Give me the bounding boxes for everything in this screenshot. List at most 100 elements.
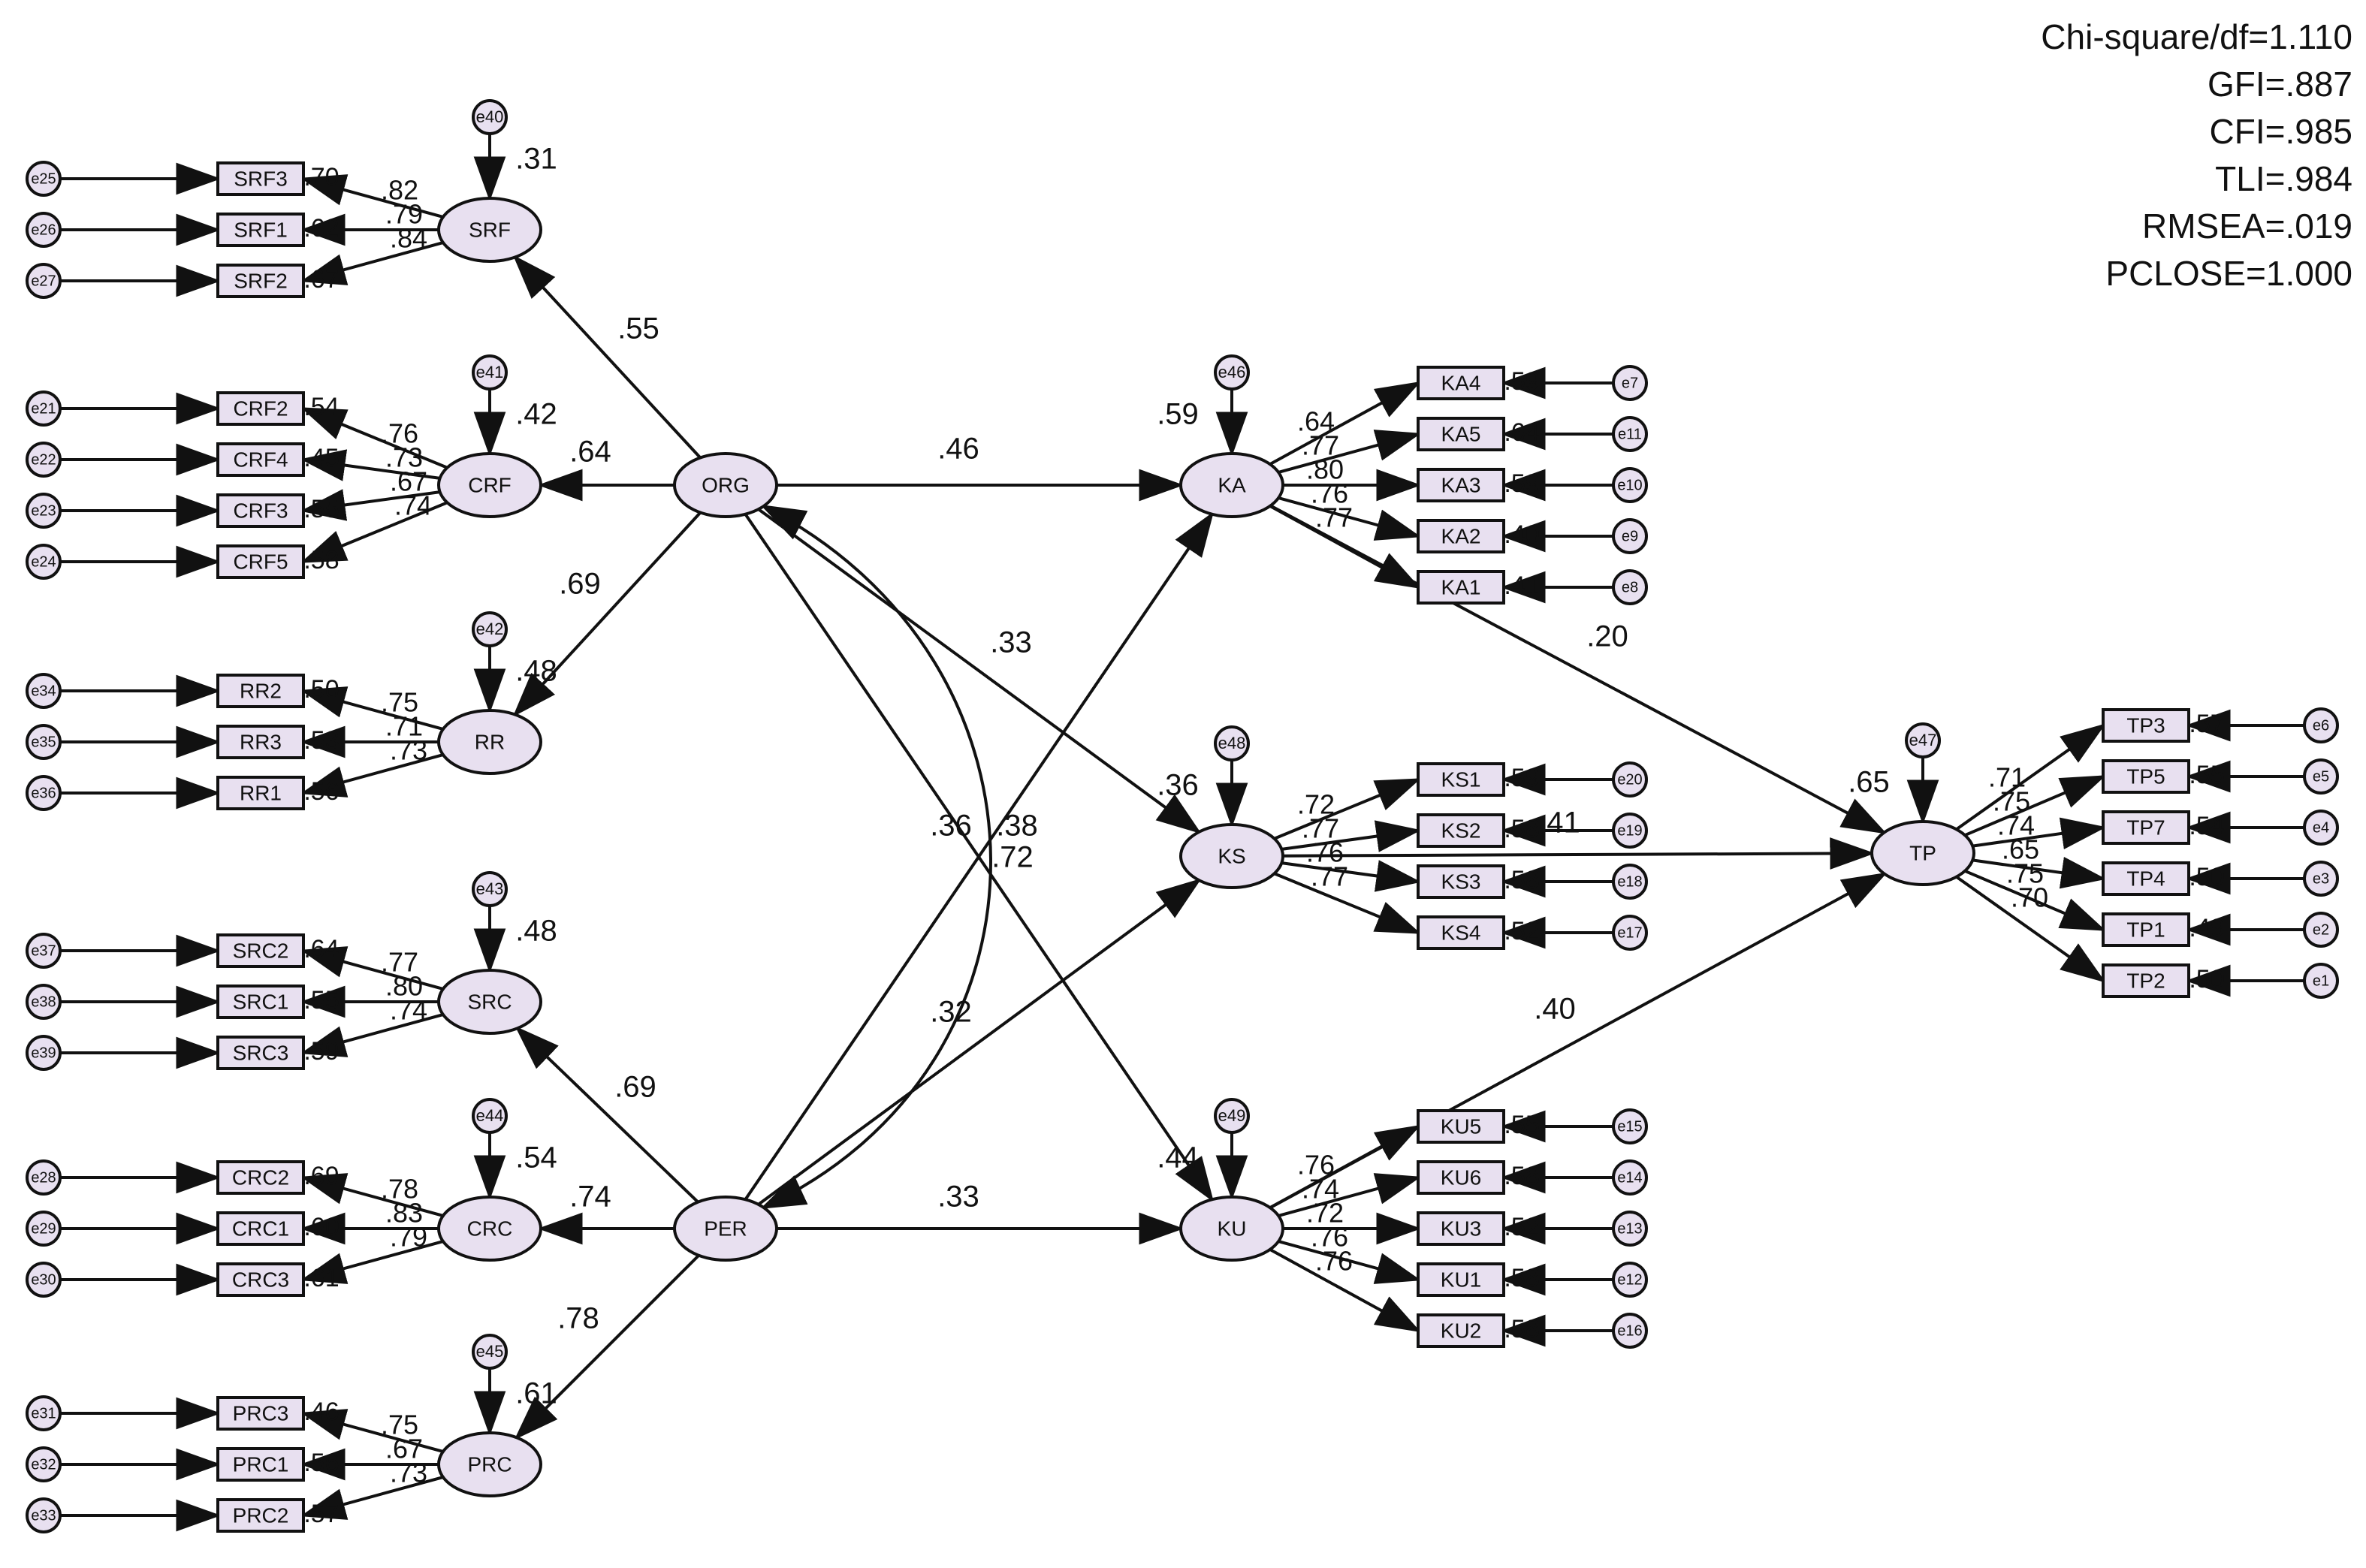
loading-crf3: .67 [390, 466, 427, 497]
loading-src1: .80 [385, 971, 423, 1002]
fit-index-chi-square: Chi-square/df=1.110 [2041, 17, 2352, 56]
loading-arrow-tp2 [1955, 876, 2106, 983]
error-label-e21: e21 [31, 400, 56, 417]
loading-ku2: .76 [1315, 1246, 1353, 1277]
error-e18 [1612, 864, 1648, 900]
error-label-e20: e20 [1617, 771, 1642, 788]
loading-arrow-tp3 [1955, 723, 2106, 831]
loading-ka5: .77 [1302, 430, 1339, 461]
fit-index-gfi: GFI=.887 [2207, 65, 2352, 104]
indicator-tp2 [2102, 963, 2190, 998]
path-per-src [515, 1026, 699, 1204]
error-label-e33: e33 [31, 1507, 56, 1524]
indicator-label-src1: SRC1 [233, 990, 289, 1013]
error-label-e3: e3 [2313, 870, 2329, 887]
indicator-label-prc3: PRC3 [233, 1401, 289, 1425]
r2-latent-tp: .65 [1848, 766, 1890, 799]
loading-ka1: .77 [1315, 502, 1353, 533]
indicator-ka5 [1417, 417, 1505, 451]
r2-indicator-tp3: .57 [2189, 710, 2224, 738]
error-e17 [1612, 915, 1648, 951]
coef-org-ku: .38 [996, 810, 1038, 843]
indicator-crc3 [216, 1262, 305, 1297]
indicator-label-crf4: CRF4 [233, 448, 288, 471]
indicator-label-prc2: PRC2 [233, 1503, 289, 1527]
error-e8 [1612, 569, 1648, 605]
r2-indicator-srf3: .70 [303, 163, 339, 191]
loading-ku3: .72 [1306, 1198, 1344, 1229]
loading-srf1: .79 [385, 199, 423, 230]
indicator-prc3 [216, 1396, 305, 1431]
error-e13 [1612, 1211, 1648, 1247]
indicator-tp3 [2102, 708, 2190, 743]
error-e5 [2303, 758, 2339, 795]
r2-indicator-rr1: .56 [303, 777, 339, 806]
error-e35 [26, 724, 62, 760]
coef-ka-tp: .20 [1586, 620, 1628, 653]
indicator-crf4 [216, 442, 305, 477]
error-label-e10: e10 [1617, 477, 1642, 493]
r2-indicator-tp4: .50 [2189, 863, 2224, 891]
loading-ku5: .76 [1297, 1150, 1335, 1181]
loading-srf2: .84 [390, 223, 427, 254]
error-label-e16: e16 [1617, 1322, 1642, 1339]
disturbance-e40 [472, 99, 508, 135]
disturbance-e43 [472, 871, 508, 907]
loading-arrow-crf3 [300, 489, 440, 521]
indicator-label-ka3: KA3 [1441, 473, 1481, 496]
loading-ka4: .64 [1297, 406, 1335, 437]
error-e26 [26, 212, 62, 248]
disturbance-label-e43: e43 [476, 879, 504, 898]
r2-indicator-srf2: .67 [303, 265, 339, 294]
latent-rr [437, 709, 542, 775]
path-ka-tp [1269, 504, 1888, 834]
coef-org-ka: .46 [937, 433, 979, 466]
disturbance-e42 [472, 611, 508, 647]
indicator-label-ks2: KS2 [1441, 819, 1481, 842]
error-e3 [2303, 861, 2339, 897]
r2-indicator-ku6: .58 [1504, 1162, 1539, 1190]
loading-arrow-prc3 [300, 1409, 444, 1453]
indicator-label-prc1: PRC1 [233, 1452, 289, 1476]
r2-indicator-ku5: .55 [1504, 1111, 1539, 1139]
latent-per [673, 1196, 778, 1262]
indicator-ks1 [1417, 762, 1505, 797]
r2-indicator-ks4: .52 [1504, 917, 1539, 945]
path-edges [60, 134, 2304, 1532]
error-label-e15: e15 [1617, 1118, 1642, 1135]
indicator-label-tp3: TP3 [2126, 713, 2165, 737]
error-label-e14: e14 [1617, 1169, 1642, 1186]
indicator-label-tp7: TP7 [2126, 816, 2165, 839]
error-label-e4: e4 [2313, 819, 2329, 836]
path-org-rr [512, 511, 702, 717]
loading-arrow-ku5 [1269, 1124, 1421, 1209]
error-e6 [2303, 707, 2339, 743]
error-label-e27: e27 [31, 273, 56, 289]
indicator-ku1 [1417, 1262, 1505, 1297]
error-label-e24: e24 [31, 553, 56, 570]
r2-indicator-tp2: .50 [2189, 965, 2224, 994]
indicator-label-rr1: RR1 [240, 781, 282, 804]
r2-latent-crf: .42 [515, 398, 557, 431]
indicator-srf2 [216, 264, 305, 298]
error-label-e8: e8 [1622, 579, 1638, 596]
indicator-ku6 [1417, 1160, 1505, 1195]
fit-index-pclose: PCLOSE=1.000 [2105, 254, 2352, 293]
disturbance-e41 [472, 354, 508, 390]
indicator-label-srf3: SRF3 [234, 167, 288, 190]
indicator-srf1 [216, 213, 305, 247]
loading-ku1: .76 [1311, 1222, 1348, 1253]
coef-org-rr: .69 [559, 568, 601, 601]
r2-indicator-ku1: .58 [1504, 1264, 1539, 1292]
error-e29 [26, 1211, 62, 1247]
error-label-e26: e26 [31, 222, 56, 238]
r2-latent-crc: .54 [515, 1141, 557, 1174]
indicator-label-tp2: TP2 [2126, 969, 2165, 992]
latent-label-srf: SRF [469, 218, 511, 241]
latent-label-src: SRC [467, 990, 512, 1013]
error-e20 [1612, 761, 1648, 798]
loading-arrow-ka5 [1278, 430, 1422, 474]
r2-indicator-crf3: .55 [303, 495, 339, 523]
error-e19 [1612, 813, 1648, 849]
r2-indicator-tp5: .55 [2189, 761, 2224, 789]
